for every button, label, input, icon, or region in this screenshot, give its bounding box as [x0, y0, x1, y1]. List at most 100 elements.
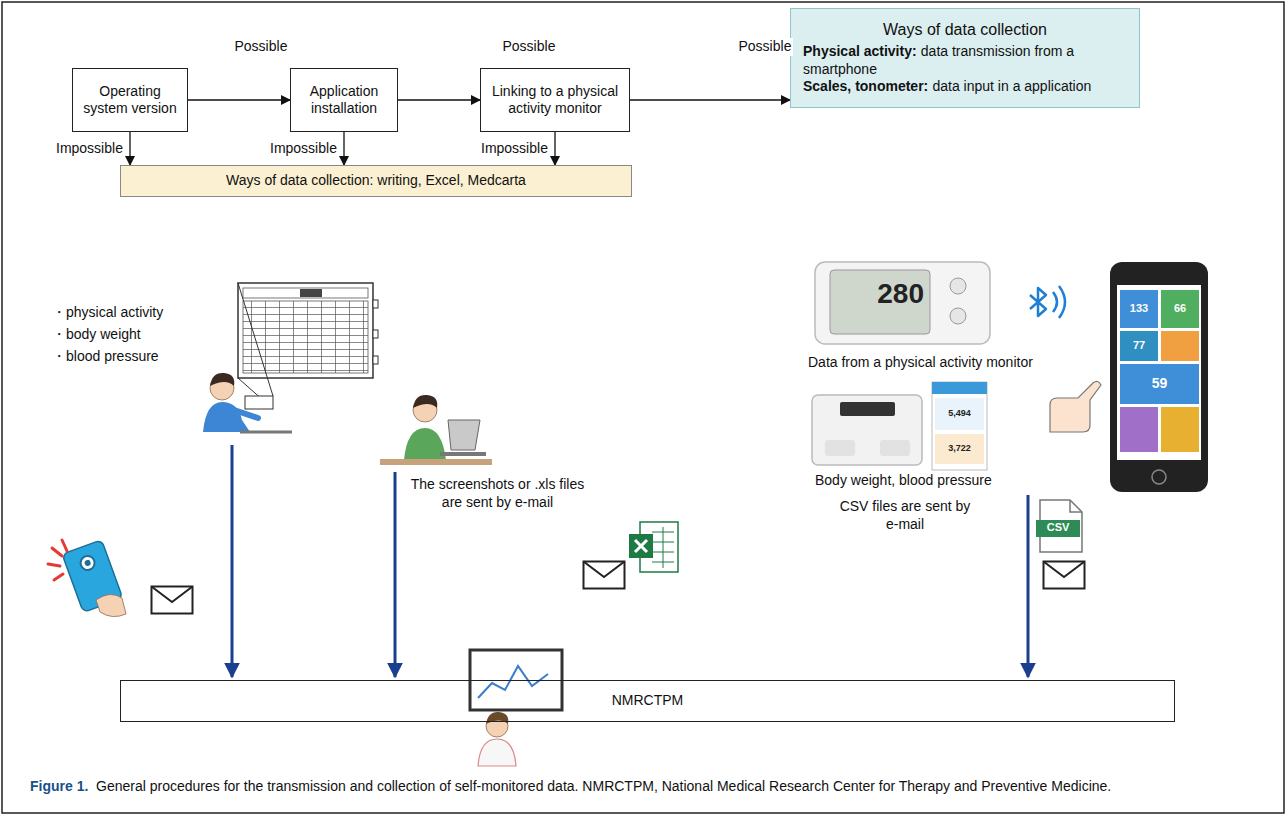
data-sheet	[238, 283, 378, 409]
text-row: Scales, tonometer:data input in a applic…	[803, 78, 1127, 96]
node-text: Linking to a physical activity monitor	[492, 83, 618, 117]
text-row: Ways of data collection	[803, 20, 1127, 40]
flow-arrow	[398, 99, 480, 100]
doctor-with-monitor	[478, 739, 516, 766]
device-caption: Body weight, blood pressure	[815, 472, 992, 490]
display-number: 5,494	[935, 408, 984, 419]
data-sheet	[373, 356, 378, 364]
body-scale	[812, 395, 922, 465]
camera-phone-icon	[48, 540, 67, 580]
flow-arrow	[188, 99, 290, 100]
node-text: Physical activity:	[803, 43, 917, 59]
csv-file-icon	[1070, 500, 1082, 512]
envelope-icon	[1044, 562, 1085, 589]
camera-phone-icon	[48, 540, 126, 617]
file-type: CSV	[1036, 521, 1080, 535]
laptop-person	[380, 459, 492, 465]
flow-arrow	[129, 132, 130, 165]
bluetooth-icon	[1030, 288, 1046, 316]
body-scale	[812, 395, 922, 465]
doctor-with-monitor	[486, 712, 508, 724]
node-text: data input in a application	[932, 78, 1091, 94]
edge-label: Impossible	[268, 140, 339, 158]
camera-phone-icon	[84, 559, 92, 567]
display-number: 59	[1120, 375, 1199, 393]
smartphone	[1152, 470, 1166, 484]
display-number: 280	[834, 276, 924, 311]
flow-note: CSV files are sent by e-mail	[838, 498, 972, 533]
body-scale	[880, 440, 910, 456]
camera-phone-icon	[96, 594, 126, 616]
smartphone	[1120, 407, 1158, 452]
display-number: 77	[1120, 339, 1158, 353]
envelope-icon	[584, 562, 625, 589]
bluetooth-icon	[1030, 286, 1065, 318]
writing-person	[203, 373, 292, 432]
data-sheet	[238, 378, 273, 409]
flow-arrow	[231, 445, 234, 677]
writing-person	[203, 402, 250, 432]
app-screen	[932, 382, 987, 470]
smartphone	[1117, 285, 1201, 460]
pointing-hand	[1050, 381, 1101, 432]
writing-person	[240, 431, 292, 434]
activity-monitor	[815, 262, 990, 344]
flow-arrow	[343, 132, 344, 165]
doctor-with-monitor	[478, 666, 548, 698]
data-sheet	[300, 289, 322, 297]
data-sheet	[373, 330, 378, 338]
envelope-icon	[152, 587, 193, 614]
display-number: 66	[1161, 302, 1199, 316]
device-caption: Data from a physical activity monitor	[808, 354, 1033, 372]
body-scale	[825, 440, 855, 456]
excel-icon	[652, 527, 674, 568]
info-panel: Ways of data collectionPhysical activity…	[790, 8, 1140, 108]
activity-monitor	[950, 278, 966, 294]
activity-monitor	[950, 308, 966, 324]
node-text: data transmission from a smartphone	[803, 43, 1074, 77]
display-number: 3,722	[935, 443, 984, 454]
data-sheet	[243, 288, 368, 298]
text-row: Operating system version	[81, 83, 179, 118]
smartphone	[1120, 331, 1158, 361]
node-text: Application installation	[310, 83, 379, 117]
csv-file-icon	[1036, 520, 1080, 537]
data-sheet	[238, 283, 373, 378]
edge-label: Possible	[233, 38, 290, 56]
smartphone	[1161, 331, 1199, 361]
text-row: Physical activity:data transmission from…	[803, 43, 1127, 78]
center-band: NMRCTPM	[120, 680, 1175, 722]
process-box: Application installation	[290, 68, 398, 132]
node-text: NMRCTPM	[612, 692, 684, 708]
app-screen	[932, 382, 987, 470]
bullet-item: ・blood pressure	[52, 348, 159, 366]
excel-icon	[629, 522, 678, 572]
smartphone	[1161, 407, 1199, 452]
edge-label: Possible	[501, 38, 558, 56]
camera-phone-icon	[79, 554, 97, 572]
excel-icon	[629, 534, 653, 558]
activity-monitor	[830, 270, 930, 334]
bullet-item: ・body weight	[52, 326, 141, 344]
flow-arrow	[394, 472, 397, 677]
node-text: Operating system version	[83, 83, 176, 117]
flow-arrow	[630, 99, 790, 100]
smartphone	[1110, 262, 1208, 492]
method-band: Ways of data collection: writing, Excel,…	[120, 165, 632, 197]
smartphone	[1110, 262, 1208, 492]
smartphone	[1120, 290, 1158, 328]
process-box: Linking to a physical activity monitor	[480, 68, 630, 132]
csv-file-icon	[1036, 500, 1082, 552]
smartphone	[1120, 364, 1199, 404]
writing-person	[210, 373, 234, 386]
smartphone	[1161, 290, 1199, 328]
laptop-person	[413, 395, 437, 408]
figure-caption: General procedures for the transmission …	[30, 776, 1258, 796]
node-text: Scales, tonometer:	[803, 78, 928, 94]
